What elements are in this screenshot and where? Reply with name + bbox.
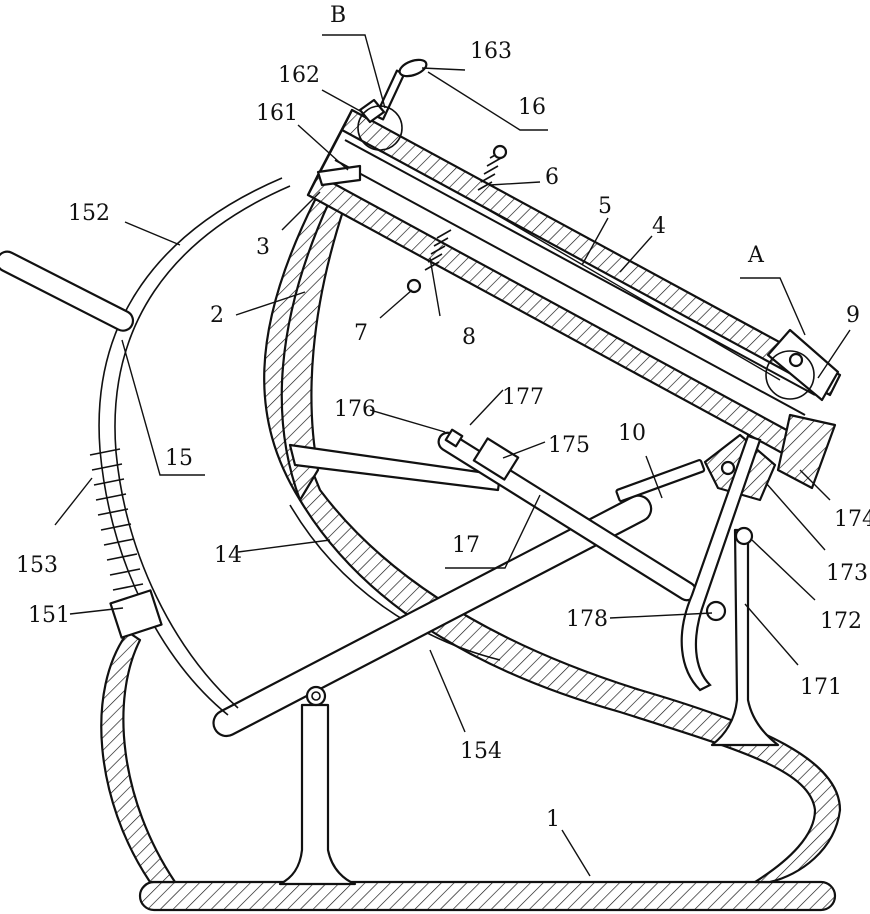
pin-178	[707, 602, 725, 620]
label-7: 7	[354, 321, 368, 346]
slider-block-151	[110, 590, 161, 637]
label-162: 162	[278, 63, 320, 88]
label-9: 9	[846, 303, 860, 328]
carriage-pin	[722, 462, 734, 474]
label-2: 2	[210, 303, 224, 328]
label-174: 174	[834, 507, 870, 532]
lever-pivot	[307, 687, 325, 705]
left-body-wall	[101, 632, 175, 882]
label-B: B	[330, 3, 346, 28]
base-plate	[140, 882, 835, 910]
label-8: 8	[462, 325, 476, 350]
end-block-pin	[790, 354, 802, 366]
label-5: 5	[598, 194, 612, 219]
block-3	[318, 166, 360, 185]
label-178: 178	[566, 607, 608, 632]
label-175: 175	[548, 433, 590, 458]
label-14: 14	[214, 543, 242, 568]
label-172: 172	[820, 609, 862, 634]
handle-rod-15	[0, 248, 136, 334]
label-176: 176	[334, 397, 376, 422]
label-1: 1	[546, 807, 560, 832]
inner-rod-5-a	[345, 140, 815, 395]
label-153: 153	[16, 553, 58, 578]
label-152: 152	[68, 201, 110, 226]
label-173: 173	[826, 561, 868, 586]
right-support-leg	[712, 530, 778, 745]
label-161: 161	[256, 101, 298, 126]
label-10: 10	[618, 421, 646, 446]
label-163: 163	[470, 39, 512, 64]
label-171: 171	[800, 675, 842, 700]
spring-6-anchor	[494, 146, 506, 158]
label-177: 177	[502, 385, 544, 410]
label-4: 4	[652, 214, 666, 239]
label-16: 16	[518, 95, 546, 120]
label-17: 17	[452, 533, 480, 558]
label-154: 154	[460, 739, 502, 764]
label-151: 151	[28, 603, 70, 628]
spring-153	[90, 449, 143, 590]
label-A: A	[747, 243, 765, 268]
pin-7	[408, 280, 420, 292]
center-support-leg	[280, 705, 355, 884]
inner-rod-5-b	[335, 160, 805, 415]
label-6: 6	[545, 165, 559, 190]
label-3: 3	[256, 235, 270, 260]
hook-pivot-172	[736, 528, 752, 544]
label-15: 15	[165, 446, 193, 471]
